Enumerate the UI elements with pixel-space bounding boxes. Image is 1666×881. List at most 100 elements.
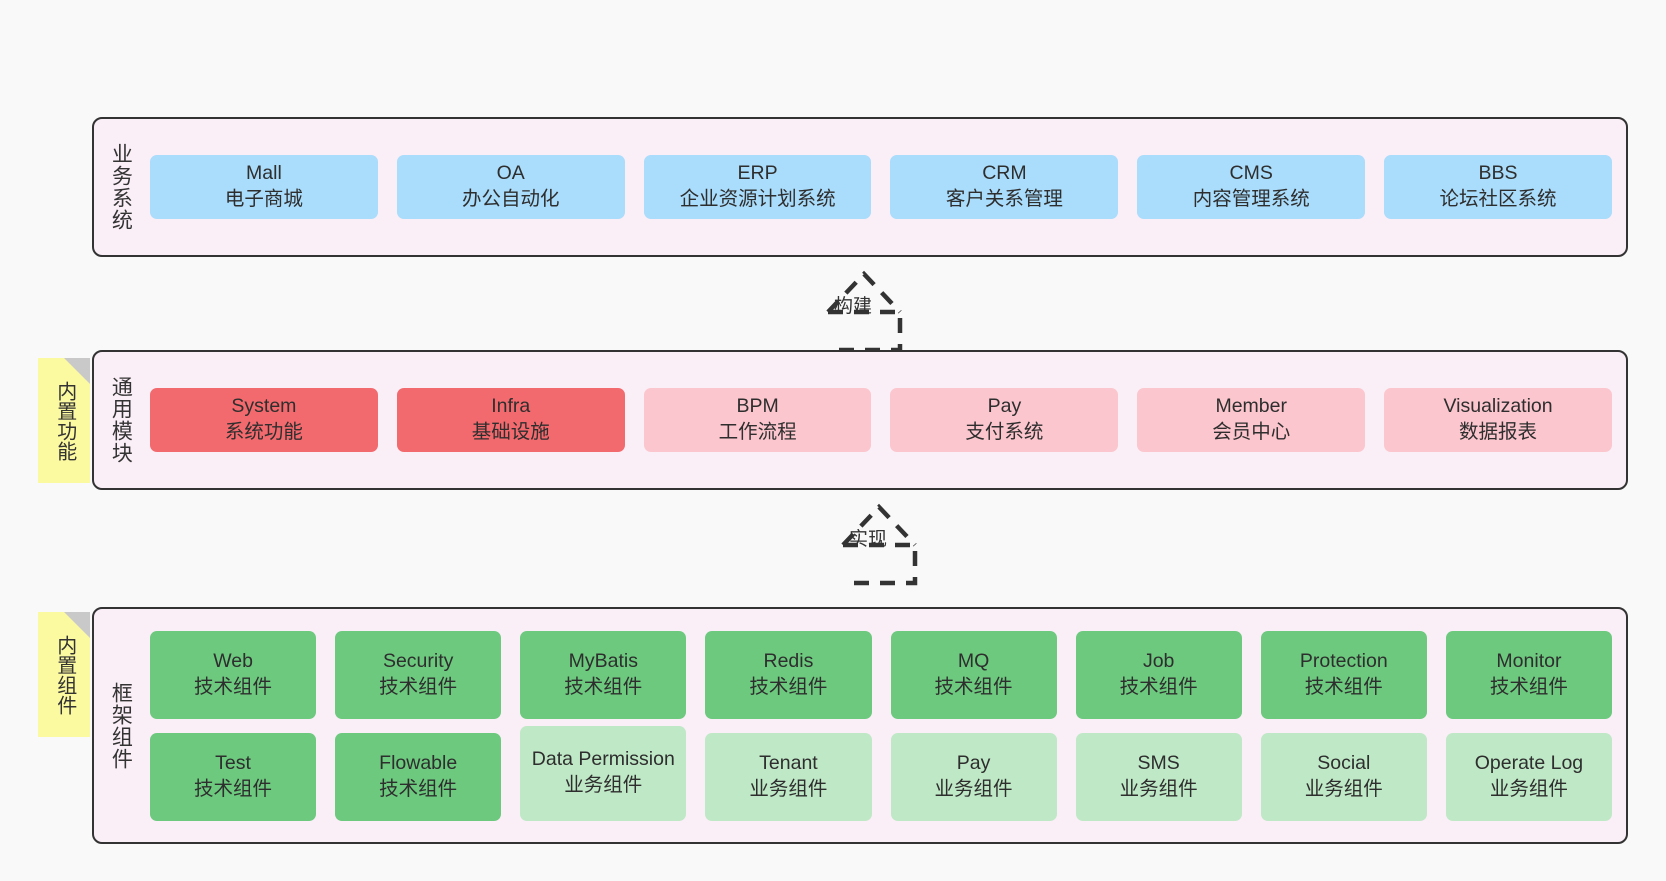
card-title: Member xyxy=(1215,395,1287,418)
card-pay-component[interactable]: Pay 业务组件 xyxy=(890,732,1057,821)
card-title: ERP xyxy=(737,162,778,185)
card-subtitle: 会员中心 xyxy=(1212,421,1291,443)
card-title: Pay xyxy=(956,751,991,774)
card-subtitle: 数据报表 xyxy=(1459,421,1538,443)
card-erp[interactable]: ERP 企业资源计划系统 xyxy=(643,155,872,219)
connector-implement: 实现 xyxy=(805,495,953,586)
note-label: 内置组件 xyxy=(53,634,76,715)
card-subtitle: 基础设施 xyxy=(471,421,550,443)
layer-body-framework: Web 技术组件 Security 技术组件 MyBatis 技术组件 Redi… xyxy=(146,609,1626,842)
card-subtitle: 业务组件 xyxy=(1304,777,1383,800)
card-title: BPM xyxy=(736,395,779,418)
card-infra[interactable]: Infra 基础设施 xyxy=(396,388,625,452)
card-row: Web 技术组件 Security 技术组件 MyBatis 技术组件 Redi… xyxy=(150,630,1612,719)
card-title: System xyxy=(231,395,297,418)
card-title: Monitor xyxy=(1496,649,1562,672)
card-visualization[interactable]: Visualization 数据报表 xyxy=(1384,388,1612,452)
card-bpm[interactable]: BPM 工作流程 xyxy=(643,388,872,452)
card-subtitle: 技术组件 xyxy=(379,675,458,698)
card-subtitle: 技术组件 xyxy=(1489,675,1568,698)
card-redis[interactable]: Redis 技术组件 xyxy=(705,630,872,719)
card-row: Test 技术组件 Flowable 技术组件 Data Permission … xyxy=(150,725,1612,821)
card-web[interactable]: Web 技术组件 xyxy=(150,630,317,719)
card-subtitle: 业务组件 xyxy=(749,777,828,800)
card-title: MyBatis xyxy=(568,649,638,672)
card-subtitle: 业务组件 xyxy=(934,777,1013,800)
layer-business-systems: 业务系统 Mall 电子商城 OA 办公自动化 ERP 企业资源计划系统 CRM… xyxy=(92,117,1628,257)
card-social[interactable]: Social 业务组件 xyxy=(1260,732,1427,821)
card-subtitle: 业务组件 xyxy=(1119,777,1198,800)
card-title: Mall xyxy=(246,162,282,185)
card-subtitle: 办公自动化 xyxy=(461,188,560,210)
card-title: Test xyxy=(215,751,251,774)
card-mall[interactable]: Mall 电子商城 xyxy=(150,155,378,219)
card-operate-log[interactable]: Operate Log 业务组件 xyxy=(1445,732,1612,821)
card-subtitle: 系统功能 xyxy=(224,421,303,443)
card-subtitle: 技术组件 xyxy=(194,777,273,800)
note-builtin-components: 内置组件 xyxy=(38,612,90,737)
card-bbs[interactable]: BBS 论坛社区系统 xyxy=(1384,155,1612,219)
card-tenant[interactable]: Tenant 业务组件 xyxy=(705,732,872,821)
card-subtitle: 业务组件 xyxy=(564,774,643,796)
card-subtitle: 论坛社区系统 xyxy=(1439,188,1557,210)
card-mq[interactable]: MQ 技术组件 xyxy=(890,630,1057,719)
layer-title-business: 业务系统 xyxy=(109,143,133,231)
card-subtitle: 技术组件 xyxy=(564,675,643,698)
card-title: Visualization xyxy=(1443,395,1553,418)
card-sms[interactable]: SMS 业务组件 xyxy=(1075,732,1242,821)
connector-build: 构建 xyxy=(790,262,938,353)
card-title: Pay xyxy=(987,395,1022,418)
card-title: OA xyxy=(496,162,525,185)
card-title: CRM xyxy=(982,162,1027,185)
layer-common-modules: 通用模块 System 系统功能 Infra 基础设施 BPM 工作流程 Pay… xyxy=(92,350,1628,490)
note-fold-corner-icon xyxy=(64,612,90,638)
card-crm[interactable]: CRM 客户关系管理 xyxy=(890,155,1119,219)
card-title: Flowable xyxy=(379,751,458,774)
connector-implement-label: 实现 xyxy=(849,529,888,550)
card-subtitle: 工作流程 xyxy=(718,421,797,443)
card-subtitle: 技术组件 xyxy=(379,777,458,800)
note-label: 内置功能 xyxy=(53,380,76,461)
generalization-arrow-icon xyxy=(841,503,918,586)
card-subtitle: 业务组件 xyxy=(1489,777,1568,800)
card-security[interactable]: Security 技术组件 xyxy=(335,630,502,719)
connector-build-label: 构建 xyxy=(834,296,873,317)
card-subtitle: 电子商城 xyxy=(224,188,303,210)
note-builtin-features: 内置功能 xyxy=(38,358,90,483)
card-row: System 系统功能 Infra 基础设施 BPM 工作流程 Pay 支付系统… xyxy=(150,388,1612,452)
card-monitor[interactable]: Monitor 技术组件 xyxy=(1445,630,1612,719)
card-subtitle: 技术组件 xyxy=(1119,675,1198,698)
card-system[interactable]: System 系统功能 xyxy=(150,388,378,452)
layer-title-modules: 通用模块 xyxy=(109,376,133,464)
card-job[interactable]: Job 技术组件 xyxy=(1075,630,1242,719)
card-title: Operate Log xyxy=(1474,751,1584,774)
card-test[interactable]: Test 技术组件 xyxy=(150,732,317,821)
card-protection[interactable]: Protection 技术组件 xyxy=(1260,630,1427,719)
card-flowable[interactable]: Flowable 技术组件 xyxy=(335,732,502,821)
card-member[interactable]: Member 会员中心 xyxy=(1137,388,1366,452)
card-row: Mall 电子商城 OA 办公自动化 ERP 企业资源计划系统 CRM 客户关系… xyxy=(150,155,1612,219)
note-fold-corner-icon xyxy=(64,358,90,384)
card-subtitle: 技术组件 xyxy=(749,675,828,698)
card-subtitle: 内容管理系统 xyxy=(1192,188,1310,210)
card-mybatis[interactable]: MyBatis 技术组件 xyxy=(520,630,687,719)
card-subtitle: 技术组件 xyxy=(934,675,1013,698)
layer-body-modules: System 系统功能 Infra 基础设施 BPM 工作流程 Pay 支付系统… xyxy=(146,352,1626,488)
card-title: SMS xyxy=(1137,751,1180,774)
card-subtitle: 企业资源计划系统 xyxy=(679,188,836,210)
card-data-permission[interactable]: Data Permission 业务组件 xyxy=(520,725,687,821)
card-pay-module[interactable]: Pay 支付系统 xyxy=(890,388,1119,452)
card-title: Job xyxy=(1142,649,1175,672)
card-title: Infra xyxy=(491,395,531,418)
card-title: Tenant xyxy=(759,751,818,774)
layer-title-framework: 框架组件 xyxy=(109,681,133,770)
card-title: BBS xyxy=(1478,162,1518,185)
card-cms[interactable]: CMS 内容管理系统 xyxy=(1137,155,1366,219)
card-title: MQ xyxy=(957,649,990,672)
card-title: CMS xyxy=(1229,162,1273,185)
card-oa[interactable]: OA 办公自动化 xyxy=(396,155,625,219)
generalization-arrow-icon xyxy=(826,270,903,353)
card-subtitle: 支付系统 xyxy=(965,421,1044,443)
layer-body-business: Mall 电子商城 OA 办公自动化 ERP 企业资源计划系统 CRM 客户关系… xyxy=(146,119,1626,255)
